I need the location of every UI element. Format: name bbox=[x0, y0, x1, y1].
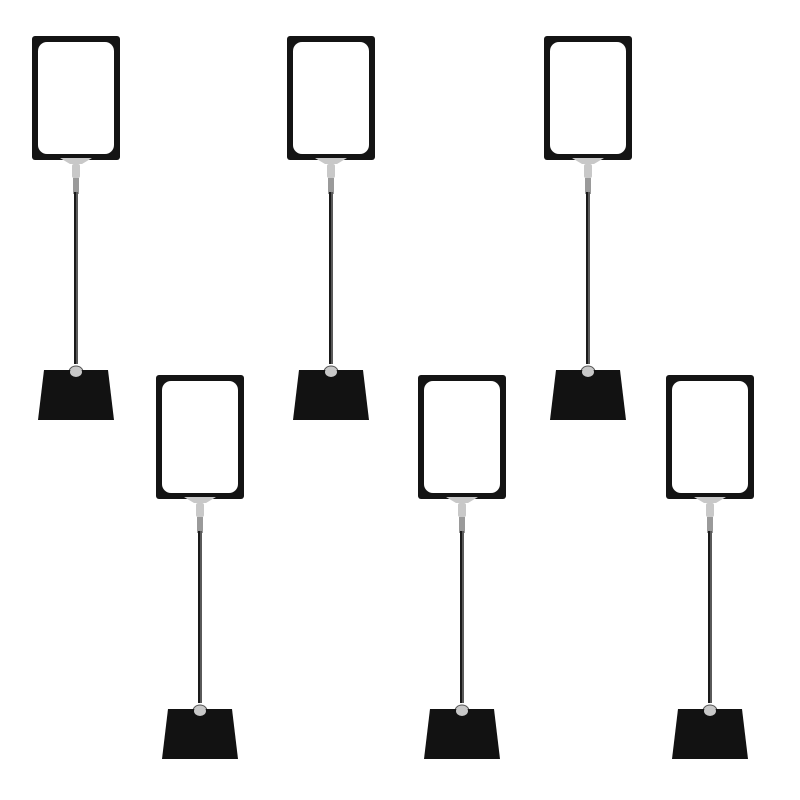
sign-stand-3 bbox=[538, 32, 638, 422]
frame-clip bbox=[184, 497, 216, 503]
base-screw-cap bbox=[582, 367, 594, 377]
pole-highlight bbox=[462, 531, 464, 703]
sign-insert-area bbox=[424, 381, 500, 493]
sign-insert-area bbox=[162, 381, 238, 493]
stand-base bbox=[293, 370, 369, 420]
base-screw-cap bbox=[194, 706, 206, 716]
pole bbox=[708, 531, 712, 703]
pole bbox=[198, 531, 202, 703]
pole bbox=[460, 531, 464, 703]
stand-drawing bbox=[418, 375, 506, 759]
pole-connector bbox=[328, 178, 334, 194]
base-screw-cap bbox=[456, 706, 468, 716]
pole bbox=[74, 192, 78, 364]
frame-clip bbox=[60, 158, 92, 164]
frame-clip bbox=[446, 497, 478, 503]
sign-stand-4 bbox=[150, 371, 250, 761]
pole-connector bbox=[459, 517, 465, 533]
sign-insert-area bbox=[293, 42, 369, 154]
pole-connector bbox=[585, 178, 591, 194]
stand-base bbox=[672, 709, 748, 759]
swivel-joint bbox=[327, 164, 335, 178]
pole-highlight bbox=[200, 531, 202, 703]
stand-base bbox=[424, 709, 500, 759]
frame-clip bbox=[572, 158, 604, 164]
swivel-joint bbox=[584, 164, 592, 178]
stand-base bbox=[162, 709, 238, 759]
frame-clip bbox=[315, 158, 347, 164]
pole-connector bbox=[197, 517, 203, 533]
pole-highlight bbox=[588, 192, 590, 364]
base-screw-cap bbox=[70, 367, 82, 377]
sign-stand-2 bbox=[281, 32, 381, 422]
frame-clip bbox=[694, 497, 726, 503]
pole-highlight bbox=[331, 192, 333, 364]
sign-insert-area bbox=[550, 42, 626, 154]
swivel-joint bbox=[458, 503, 466, 517]
swivel-joint bbox=[72, 164, 80, 178]
pole-highlight bbox=[710, 531, 712, 703]
sign-stand-5 bbox=[412, 371, 512, 761]
stand-drawing bbox=[32, 36, 120, 420]
stand-drawing bbox=[287, 36, 375, 420]
swivel-joint bbox=[196, 503, 204, 517]
pole-connector bbox=[707, 517, 713, 533]
pole-connector bbox=[73, 178, 79, 194]
stand-drawing bbox=[156, 375, 244, 759]
sign-stand-1 bbox=[26, 32, 126, 422]
stand-drawing bbox=[666, 375, 754, 759]
stand-drawing bbox=[544, 36, 632, 420]
sign-insert-area bbox=[672, 381, 748, 493]
stand-base bbox=[38, 370, 114, 420]
base-screw-cap bbox=[704, 706, 716, 716]
pole bbox=[586, 192, 590, 364]
swivel-joint bbox=[706, 503, 714, 517]
base-screw-cap bbox=[325, 367, 337, 377]
pole-highlight bbox=[76, 192, 78, 364]
stand-base bbox=[550, 370, 626, 420]
sign-insert-area bbox=[38, 42, 114, 154]
sign-stand-6 bbox=[660, 371, 760, 761]
pole bbox=[329, 192, 333, 364]
